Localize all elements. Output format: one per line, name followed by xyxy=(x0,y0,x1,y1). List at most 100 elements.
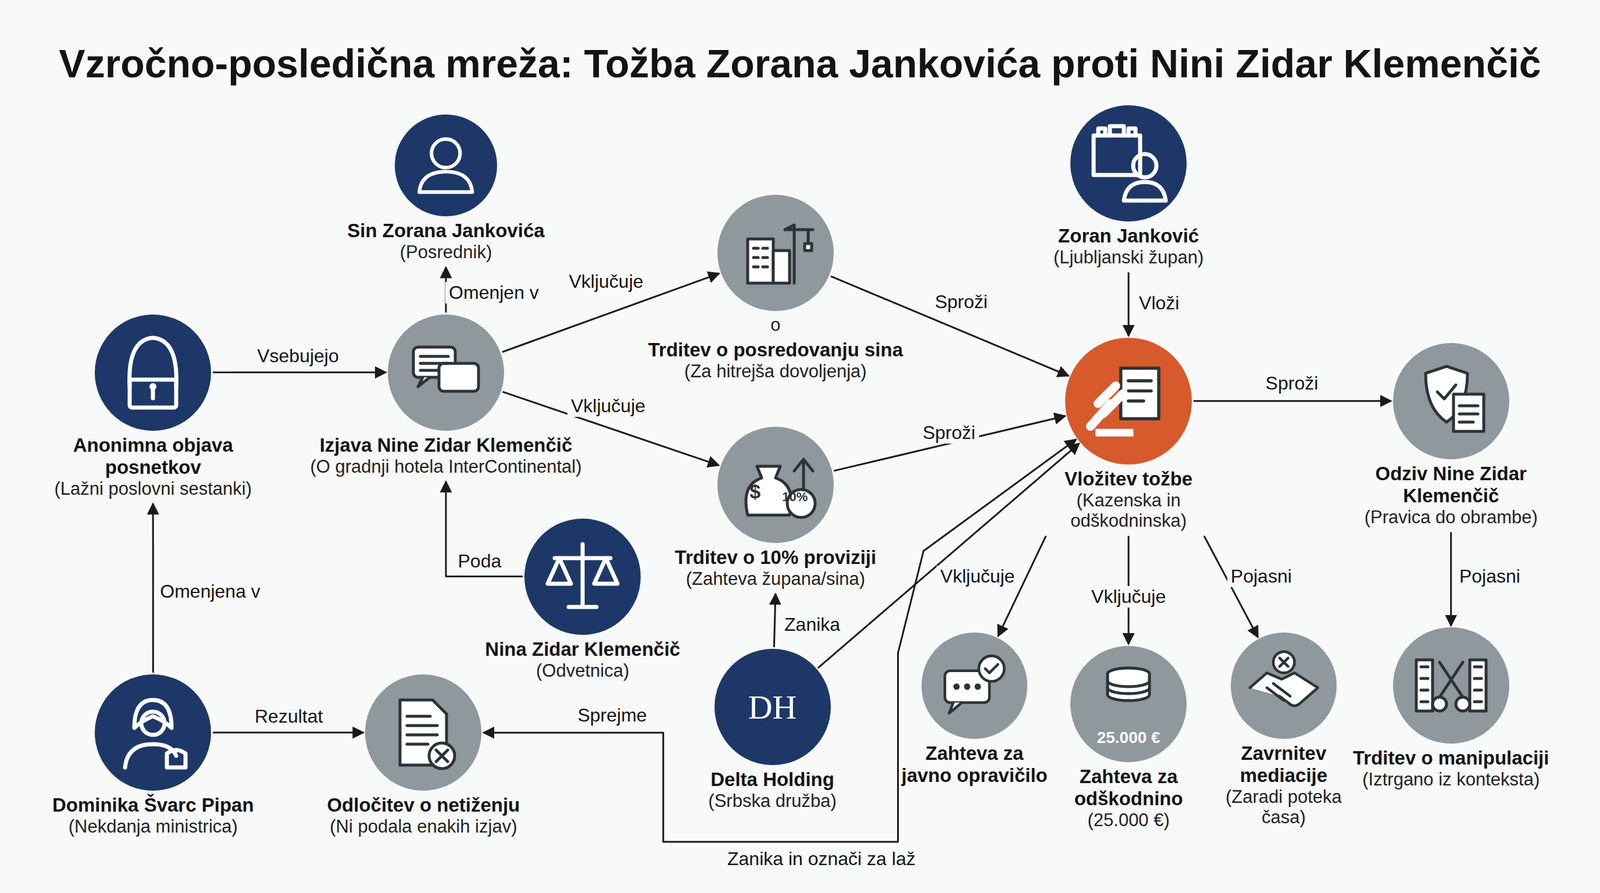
edge-label: Vključuje xyxy=(567,395,649,417)
node-subtitle: (Za hitrejša dovoljenja) xyxy=(622,361,930,382)
concept-node: oTrditev o posredovanju sina(Za hitrejša… xyxy=(622,194,930,382)
node-icon xyxy=(1065,337,1192,465)
node-icon xyxy=(387,314,505,431)
node-heading: Dominika Švarc Pipan xyxy=(10,794,296,817)
icon-circle xyxy=(387,314,505,431)
concept-node: Izjava Nine Zidar Klemenčič(O gradnji ho… xyxy=(293,314,600,478)
edge-label: Sproži xyxy=(1262,372,1323,395)
edge-label: Pojasni xyxy=(1455,565,1524,588)
icon-circle xyxy=(94,314,212,431)
icon-circle xyxy=(365,674,482,791)
edge-label: Zanika xyxy=(780,613,844,636)
connector-arrow xyxy=(833,416,1066,471)
node-heading: Zahteva za odškodnino xyxy=(1041,765,1216,810)
icon-circle xyxy=(1070,105,1187,222)
free-label: 10% xyxy=(781,489,808,505)
edge-label: Vključuje xyxy=(565,270,647,293)
node-icon xyxy=(1230,632,1338,739)
node-icon xyxy=(1393,627,1510,744)
node-icon xyxy=(524,518,641,635)
node-subtitle: (Posrednik) xyxy=(293,241,600,263)
concept-node: Zahteva za javno opravičilo xyxy=(897,632,1051,787)
node-subtitle: o xyxy=(622,314,930,336)
node-heading: Zoran Janković xyxy=(995,225,1262,248)
node-heading: Sin Zorana Jankovića xyxy=(293,219,600,242)
node-subtitle: (Ni podala enakih izjav) xyxy=(280,816,567,838)
node-heading: Nina Zidar Klemenčič xyxy=(439,638,725,661)
concept-node: Dominika Švarc Pipan(Nekdanja ministrica… xyxy=(10,674,296,838)
node-subtitle: (Nekdanja ministrica) xyxy=(10,816,296,838)
icon-circle xyxy=(524,518,641,635)
icon-circle xyxy=(717,194,834,312)
node-subtitle: (Ljubljanski župan) xyxy=(995,247,1262,269)
free-label: $ xyxy=(749,480,761,503)
edge-label: Rezultat xyxy=(251,705,327,728)
node-subtitle: (Lažni poslovni sestanki) xyxy=(30,478,276,500)
concept-node: Delta Holding(Srbska družba) xyxy=(660,648,885,812)
concept-node: Sin Zorana Jankovića(Posrednik) xyxy=(293,114,600,263)
connector-arrow xyxy=(830,276,1069,376)
node-icon xyxy=(921,632,1028,739)
edge-label: Omenjena v xyxy=(156,580,264,603)
edge-label: Poda xyxy=(454,550,506,573)
concept-node: Odločitev o netiženju(Ni podala enakih i… xyxy=(280,674,567,838)
node-heading: Zahteva za javno opravičilo xyxy=(897,742,1051,787)
node-subtitle: (Srbska družba) xyxy=(660,790,885,812)
free-label: Zanika in označi za laž xyxy=(727,848,916,870)
connector-arrow xyxy=(212,371,387,374)
icon-circle xyxy=(921,632,1028,739)
concept-node: Trditev o manipulaciji(Iztrgano iz konte… xyxy=(1328,627,1574,791)
node-heading: Odločitev o netiženju xyxy=(280,794,567,817)
edge-label: Pojasni xyxy=(1227,565,1296,588)
connector-arrow xyxy=(1193,400,1392,402)
node-heading: Trditev o manipulaciji xyxy=(1328,747,1574,770)
icon-circle xyxy=(394,114,498,217)
connector-arrow xyxy=(212,731,364,734)
node-icon xyxy=(94,674,212,791)
node-icon xyxy=(394,114,498,217)
icon-circle xyxy=(717,426,834,544)
node-heading: Trditev o posredovanju sina xyxy=(622,338,930,362)
edge-label: Vsebujejo xyxy=(253,345,343,367)
node-heading: Odziv Nine Zidar Klemenčič xyxy=(1338,462,1564,507)
icon-circle xyxy=(1393,343,1510,460)
edge-label: Sprejme xyxy=(573,704,650,727)
icon-circle xyxy=(1230,632,1338,739)
edge-label: Sproži xyxy=(919,422,980,444)
connector-arrow xyxy=(1127,272,1130,337)
edge-label: Omenjen v xyxy=(445,281,543,304)
node-heading: Delta Holding xyxy=(660,768,885,791)
icon-circle xyxy=(94,674,212,791)
free-label: DH xyxy=(748,687,798,727)
node-icon xyxy=(717,426,834,544)
node-icon xyxy=(1070,105,1187,222)
icon-circle xyxy=(1393,627,1510,744)
edge-label: Sproži xyxy=(931,291,992,313)
node-icon xyxy=(1393,343,1510,460)
concept-node: Zavrnitev mediacije(Zaradi poteka časa) xyxy=(1202,632,1366,828)
node-subtitle: (Zaradi poteka časa) xyxy=(1202,786,1366,828)
edge-label: Vključuje xyxy=(936,565,1019,588)
node-heading: Zavrnitev mediacije xyxy=(1202,742,1366,787)
node-icon xyxy=(365,674,482,791)
concept-node: Vložitev tožbe(Kazenska in odškodninska) xyxy=(1016,337,1241,532)
node-subtitle: (Pravica do obrambe) xyxy=(1338,506,1564,528)
node-icon xyxy=(717,194,834,312)
node-subtitle: (O gradnji hotela InterContinental) xyxy=(293,456,600,478)
edge-label: Vloži xyxy=(1135,292,1183,314)
node-heading: Izjava Nine Zidar Klemenčič xyxy=(293,434,600,457)
node-icon xyxy=(94,314,212,431)
connector-arrow xyxy=(152,503,155,673)
concept-node: Nina Zidar Klemenčič(Odvetnica) xyxy=(439,518,725,682)
node-subtitle: (25.000 €) xyxy=(1041,809,1216,831)
edge-label: Vključuje xyxy=(1087,586,1170,608)
node-subtitle: (Kazenska in odškodninska) xyxy=(1016,490,1241,532)
node-heading: Vložitev tožbe xyxy=(1016,468,1241,491)
node-subtitle: (Iztrgano iz konteksta) xyxy=(1328,769,1574,791)
diagram-title: Vzročno-posledična mreža: Tožba Zorana J… xyxy=(0,40,1600,87)
connector-arrow xyxy=(1450,531,1452,626)
concept-node: Anonimna objava posnetkov(Lažni poslovni… xyxy=(30,314,276,500)
concept-node: Trditev o 10% proviziji(Zahteva župana/s… xyxy=(632,426,919,590)
free-label: 25.000 € xyxy=(1097,728,1161,748)
connector-arrow xyxy=(773,593,776,648)
